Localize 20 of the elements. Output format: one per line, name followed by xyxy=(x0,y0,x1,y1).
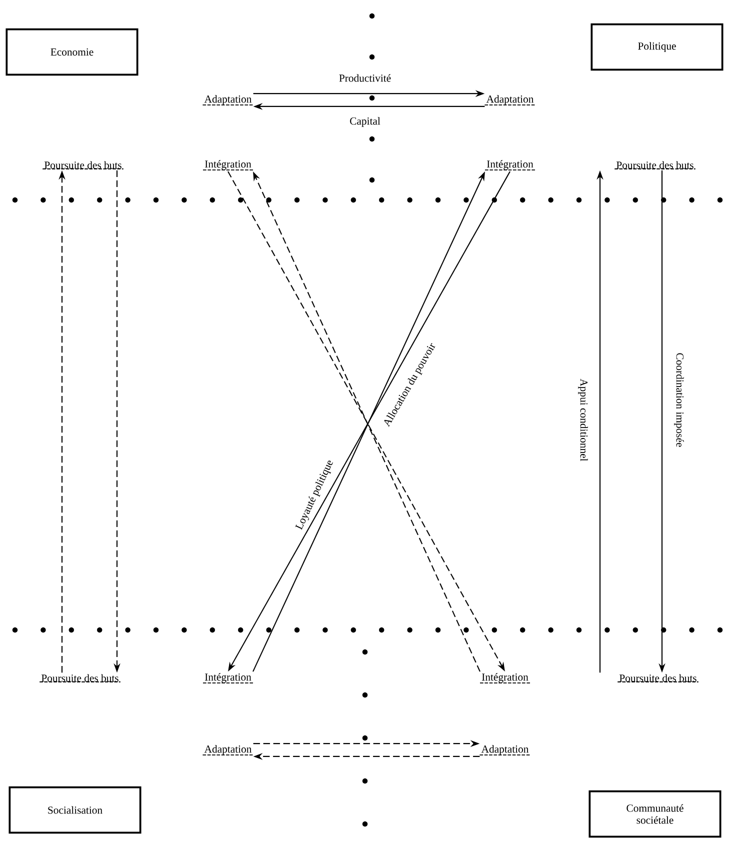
function-label: Poursuite des buts xyxy=(617,674,699,682)
sector-box: Politique xyxy=(590,23,724,71)
function-label: Adaptation xyxy=(479,745,531,756)
sector-box: Economie xyxy=(6,28,138,76)
edge-label: Capital xyxy=(348,116,382,128)
function-label: Adaptation xyxy=(484,95,536,106)
function-label: Poursuite des buts xyxy=(42,161,124,170)
function-label: Intégration xyxy=(484,160,536,170)
function-label: Poursuite des buts xyxy=(39,674,121,682)
function-label: Adaptation xyxy=(202,95,254,106)
function-label: Poursuite des buts xyxy=(614,161,696,170)
function-label: Intégration xyxy=(202,160,254,170)
edge-label: Productivité xyxy=(338,72,392,84)
edge-label: Coordination imposée xyxy=(672,351,686,449)
sector-box: Communauté sociétale xyxy=(588,790,722,838)
function-label: Adaptation xyxy=(202,745,254,756)
edge-label: Appui conditionnel xyxy=(576,377,590,463)
function-label: Intégration xyxy=(202,673,254,684)
function-label: Intégration xyxy=(480,673,530,684)
sector-box: Socialisation xyxy=(8,786,142,834)
